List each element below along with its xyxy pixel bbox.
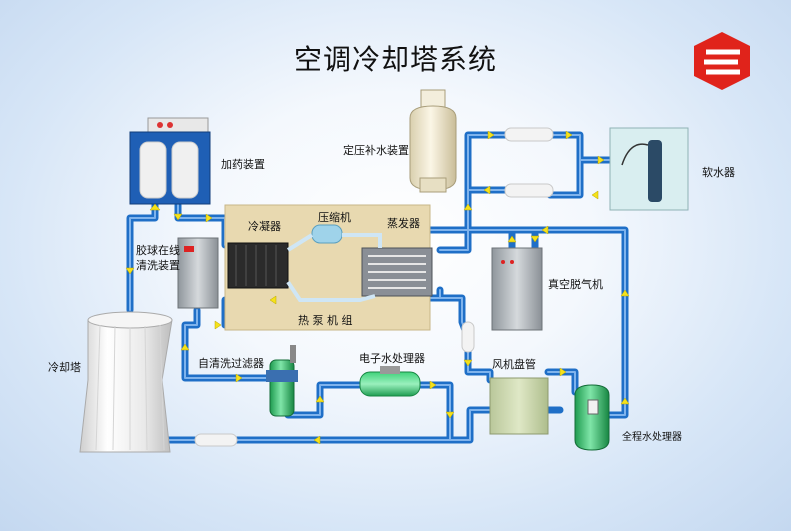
self-clean-filter (266, 345, 298, 417)
flow-arrow (507, 235, 517, 243)
flow-arrow (269, 295, 277, 305)
flow-arrow (463, 203, 473, 211)
label-heat-pump: 热 泵 机 组 (298, 314, 353, 327)
flow-arrow (565, 130, 573, 140)
flow-arrow (315, 395, 325, 403)
flow-arrow (591, 190, 599, 200)
label-pressure-makeup: 定压补水装置 (343, 144, 409, 157)
fan-coil-unit (489, 377, 549, 435)
label-full-water-treatment: 全程水处理器 (622, 432, 682, 443)
dosing-device (129, 117, 211, 205)
flow-arrow (530, 235, 540, 243)
flow-arrow (125, 267, 135, 275)
flow-arrow (487, 130, 495, 140)
cooling-tower (79, 311, 173, 453)
red-hexagon-logo-icon (694, 32, 750, 90)
hose-connectors (194, 127, 554, 447)
label-ball-cleaning-2: 清洗装置 (136, 259, 180, 272)
vacuum-degasser (491, 247, 543, 331)
flow-arrow (541, 225, 549, 235)
page-title: 空调冷却塔系统 (293, 43, 497, 76)
flow-arrow (180, 343, 190, 351)
heat-pump-unit (224, 204, 433, 331)
flow-arrow (620, 397, 630, 405)
flow-arrow (429, 380, 437, 390)
pressure-makeup-tank (409, 89, 457, 193)
label-self-clean-filter: 自清洗过滤器 (198, 357, 264, 370)
flow-arrow (559, 367, 567, 377)
label-compressor: 压缩机 (318, 211, 351, 224)
ball-cleaning-device (177, 237, 219, 309)
flow-arrow (235, 373, 243, 383)
label-condenser: 冷凝器 (248, 220, 281, 233)
flow-arrow (597, 155, 605, 165)
label-cooling-tower: 冷却塔 (48, 361, 81, 374)
label-vacuum-degasser: 真空脱气机 (548, 278, 603, 291)
label-ball-cleaning-1: 胶球在线 (136, 244, 180, 257)
electronic-water-processor (359, 366, 421, 397)
label-fan-coil: 风机盘管 (492, 358, 536, 371)
flow-arrow (214, 320, 222, 330)
label-evaporator: 蒸发器 (387, 217, 420, 230)
flow-arrow (445, 411, 455, 419)
flow-arrow (149, 203, 161, 211)
label-dosing-device: 加药装置 (221, 158, 265, 171)
flow-arrows (125, 130, 630, 445)
softener (609, 127, 689, 211)
full-water-treatment (574, 384, 610, 451)
flow-arrow (483, 185, 491, 195)
flow-arrow (173, 213, 183, 221)
label-electronic-water: 电子水处理器 (359, 352, 425, 365)
flow-arrow (313, 435, 321, 445)
flow-arrow (205, 213, 213, 223)
label-softener: 软水器 (702, 166, 735, 179)
flow-arrow (620, 289, 630, 297)
flow-arrow (463, 359, 473, 367)
